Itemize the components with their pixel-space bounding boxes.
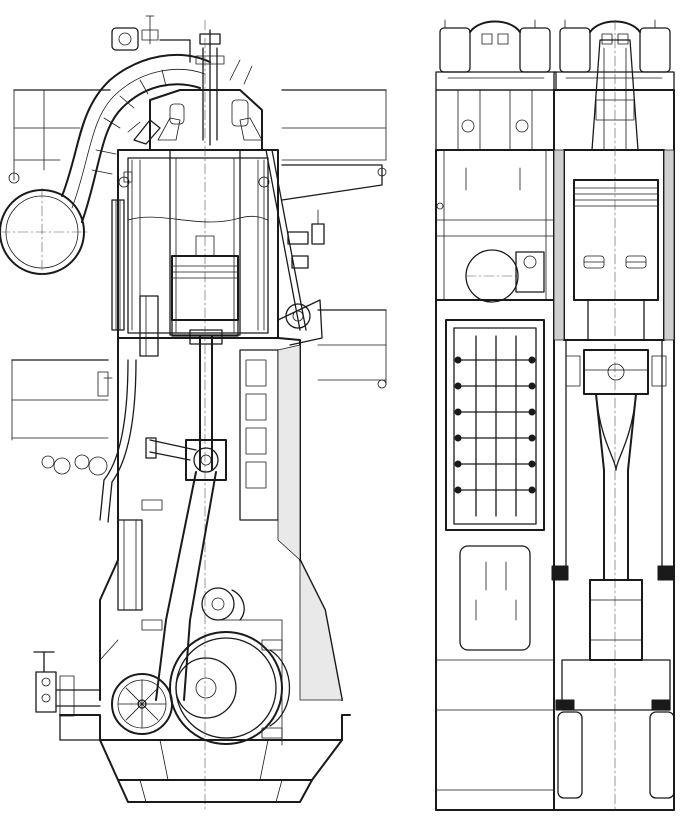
side-section-view	[0, 15, 387, 811]
front-section-view	[435, 19, 675, 811]
upper-gallery-rail-right	[281, 89, 387, 201]
lower-inspection-cover	[459, 545, 531, 651]
fuel-pump-linkage	[265, 149, 325, 346]
rocker-gear	[435, 89, 555, 151]
piston	[171, 235, 239, 337]
piston-rod	[189, 329, 223, 471]
crankcase-door	[445, 319, 545, 531]
right-cylinder-section	[553, 19, 675, 811]
crankshaft	[169, 619, 290, 746]
middle-gallery-rail-right	[317, 309, 387, 389]
lower-gallery-rail-left	[11, 359, 109, 476]
left-cylinder-casing	[435, 149, 555, 303]
bedplate	[59, 559, 351, 803]
right-piston	[573, 179, 659, 341]
connecting-rod	[145, 437, 227, 701]
top-valve-boxes	[435, 19, 675, 91]
cylinder-head	[111, 15, 263, 151]
cam-disc	[111, 673, 173, 735]
starting-valve	[33, 639, 119, 717]
camshaft-drive	[117, 499, 245, 631]
cylinder-block	[117, 19, 279, 811]
left-pipework	[97, 199, 159, 523]
right-crank-bearing	[555, 579, 675, 799]
right-column-guides	[551, 339, 675, 811]
exhaust-manifold	[0, 53, 211, 277]
right-crosshead	[565, 349, 667, 581]
upper-gallery-rail	[8, 89, 111, 184]
